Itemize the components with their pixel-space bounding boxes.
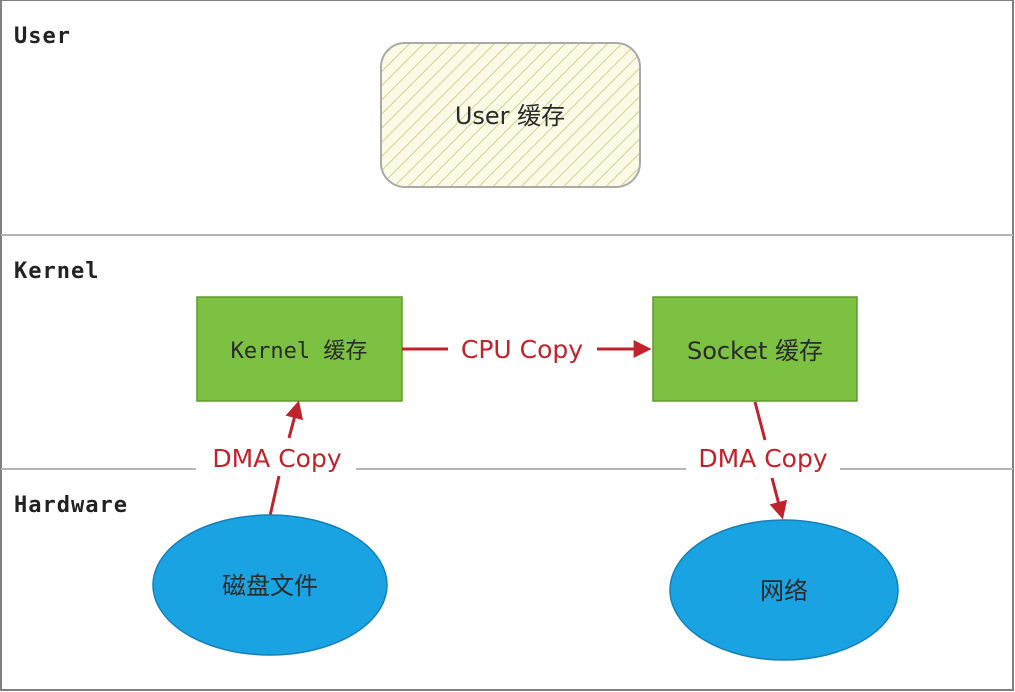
cpu-copy-label: CPU Copy <box>461 335 583 364</box>
dma-out-arrow-lower <box>769 477 788 520</box>
layer-label-user: User <box>14 24 71 49</box>
user-cache-box <box>380 42 641 188</box>
dma-in-arrow-lower <box>268 475 281 517</box>
disk-file-ellipse <box>152 514 388 656</box>
kernel-cache-box <box>196 296 403 402</box>
dma-out-arrow-upper <box>753 401 767 441</box>
socket-cache-box <box>652 296 858 402</box>
kernel-cache-label: Kernel 缓存 <box>231 339 368 364</box>
socket-cache-label: Socket 缓存 <box>687 337 823 365</box>
dma-copy-in-label: DMA Copy <box>212 444 341 473</box>
dma-copy-out-label: DMA Copy <box>698 444 827 473</box>
network-ellipse <box>669 519 899 661</box>
layer-label-kernel: Kernel <box>14 259 99 284</box>
user-cache-label: User 缓存 <box>455 102 565 130</box>
dma-in-arrow-upper <box>285 400 304 439</box>
disk-file-label: 磁盘文件 <box>222 572 318 600</box>
layer-label-hardware: Hardware <box>14 493 128 518</box>
network-label: 网络 <box>760 577 808 605</box>
